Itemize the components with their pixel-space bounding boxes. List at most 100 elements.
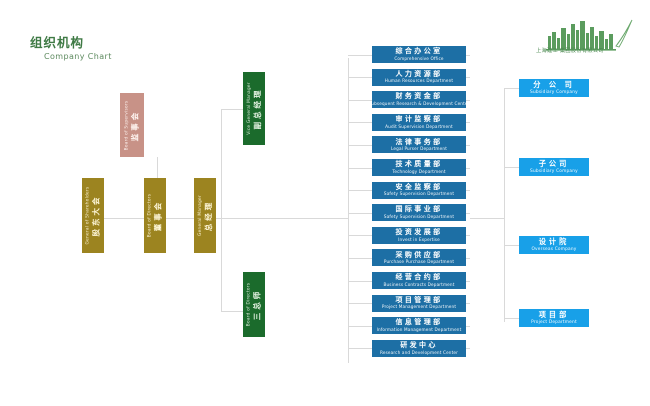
board-of-supervisors-en: Board of Supervisors: [124, 100, 130, 150]
company-cn-2: 设计院: [538, 237, 570, 246]
department-cn-9: 采购供应部: [395, 250, 443, 259]
department-en-2: Subsequent Research & Development Center: [368, 100, 470, 106]
connector-department-right-6: [466, 190, 470, 191]
department-cn-1: 人力资源部: [395, 69, 443, 78]
department-en-13: Research and Development Center: [379, 349, 458, 355]
vice-general-manager-en: Vice General Manager: [246, 82, 252, 135]
company-en-2: Overseas Company: [531, 247, 577, 252]
department-cn-5: 技术质量部: [395, 160, 443, 169]
connector-department-right-12: [466, 326, 470, 327]
general-manager-cn: 总经理: [203, 199, 213, 232]
department-en-8: Invest in Expertise: [398, 236, 440, 242]
connector-department-stub-7: [348, 213, 372, 214]
page-title: 组织机构 Company Chart: [30, 35, 112, 62]
skyline-logo: [518, 16, 636, 56]
connector-department-right-11: [466, 303, 470, 304]
connector-company-stub-2: [504, 245, 519, 246]
department-en-0: Comprehensive Office: [394, 55, 444, 61]
connector-department-right-2: [466, 100, 470, 101]
three-chief-engineers-cn: 三总师: [252, 288, 262, 321]
connector-company-bus: [470, 218, 504, 219]
connector-department-right-9: [466, 258, 470, 259]
department-cn-3: 审计监察部: [395, 115, 443, 124]
company-en-1: Subsidiary Company: [530, 169, 578, 174]
connector-department-trunk: [348, 58, 349, 363]
connector-gm-branch-vertical: [221, 109, 222, 311]
connector-department-stub-8: [348, 235, 372, 236]
department-en-10: Business Contracts Department: [383, 281, 455, 287]
company-cn-0: 分 公 司: [533, 80, 575, 89]
company-cn-3: 项目部: [538, 310, 570, 319]
vice-general-manager-cn: 副总经理: [252, 87, 262, 130]
connector-department-right-8: [466, 235, 470, 236]
page-title-en: Company Chart: [44, 52, 112, 61]
department-cn-6: 安全监察部: [395, 182, 443, 191]
board-of-directors-cn: 董事会: [153, 199, 163, 232]
connector-department-right-4: [466, 145, 470, 146]
department-en-3: Audit Supervision Department: [385, 123, 453, 129]
three-chief-engineers-en: Board of Directors: [246, 282, 252, 327]
connector-department-right-1: [466, 77, 470, 78]
page-title-cn: 组织机构: [30, 35, 85, 50]
department-en-1: Human Resources Department: [384, 78, 454, 84]
department-en-9: Purchase Purchase Department: [383, 259, 455, 265]
board-of-supervisors-cn: 监事会: [130, 109, 140, 141]
connector-department-stub-11: [348, 303, 372, 304]
department-cn-13: 研发中心: [400, 341, 438, 350]
department-en-5: Technology Department: [392, 168, 446, 174]
logo-caption: 上海建工 集团股份有限公司: [536, 48, 604, 54]
connector-department-stub-10: [348, 281, 372, 282]
department-cn-8: 投资发展部: [395, 228, 443, 237]
general-manager-en: General Manager: [197, 195, 203, 236]
connector-department-stub-6: [348, 190, 372, 191]
board-of-directors-en: Board of Directors: [147, 193, 153, 238]
connector-company-trunk: [504, 88, 505, 322]
department-en-7: Safety Supervision Department: [383, 213, 455, 219]
connector-department-right-0: [466, 55, 470, 56]
department-cn-10: 经营合约部: [395, 273, 443, 282]
connector-department-stub-1: [348, 77, 372, 78]
connector-department-right-5: [466, 168, 470, 169]
connector-department-right-10: [466, 281, 470, 282]
company-en-0: Subsidiary Company: [530, 90, 578, 95]
connector-chief-stub: [221, 311, 243, 312]
connector-department-stub-3: [348, 122, 372, 123]
shareholders-meeting-cn: 股东大会: [91, 194, 101, 237]
connector-department-right-13: [466, 348, 470, 349]
connector-company-stub-1: [504, 167, 519, 168]
department-cn-0: 综合办公室: [395, 47, 443, 56]
department-cn-12: 信息管理部: [395, 318, 443, 327]
connector-department-stub-5: [348, 168, 372, 169]
connector-department-right-3: [466, 122, 470, 123]
department-cn-11: 项目管理部: [395, 295, 443, 304]
